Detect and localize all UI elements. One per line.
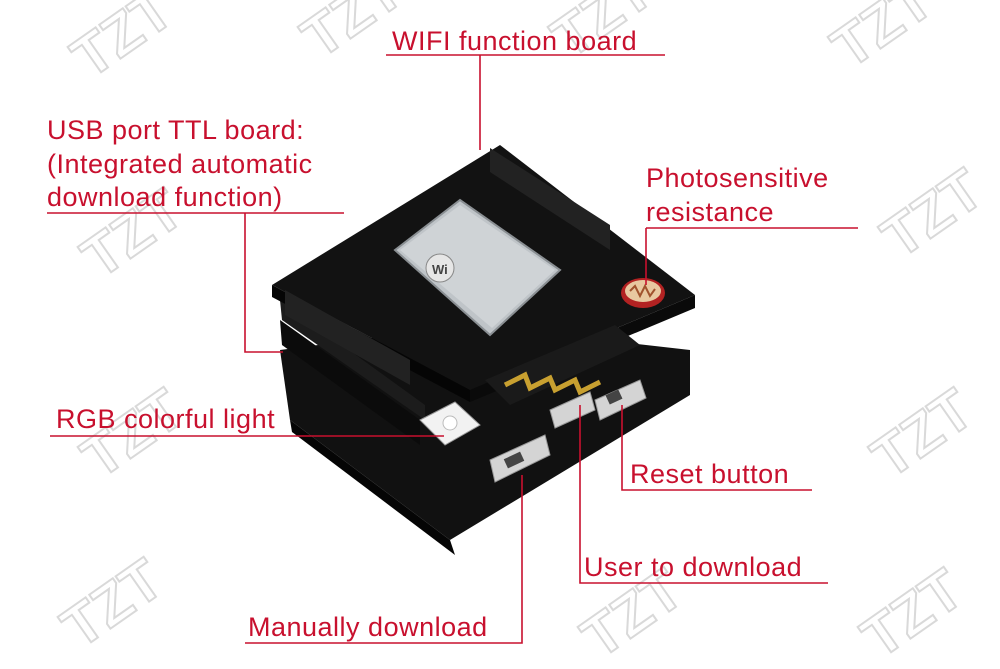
esp8266-module: Wi — [393, 198, 562, 337]
reset-button — [594, 379, 647, 421]
watermark: TZT — [60, 0, 184, 91]
manual-download-switch — [489, 434, 551, 483]
label-wifi-function-board: WIFI function board — [392, 26, 638, 56]
label-user-download: User to download — [584, 552, 803, 582]
leader-lines — [47, 54, 858, 644]
leader-reset — [621, 405, 812, 491]
left-pin-header — [285, 290, 410, 385]
right-pin-header — [490, 148, 610, 250]
label-manual-download: Manually download — [248, 612, 488, 642]
watermark: TZT — [50, 546, 174, 660]
leader-user — [579, 405, 828, 584]
wifi-logo-text: Wi — [432, 262, 448, 277]
pcb-antenna — [485, 325, 640, 405]
watermark: TZT — [860, 376, 984, 490]
leader-usb-drop — [244, 213, 283, 353]
label-usb-ttl-line3: download function) — [47, 182, 283, 212]
photoresistor — [621, 278, 665, 308]
wifi-board: Wi — [272, 145, 695, 446]
label-photosensitive-line2: resistance — [646, 197, 775, 227]
label-reset-button: Reset button — [630, 459, 790, 489]
label-rgb-light: RGB colorful light — [56, 404, 276, 434]
label-usb-ttl-line1: USB port TTL board: — [47, 115, 305, 145]
watermark-group: TZT TZT TZT TZT TZT TZT TZT TZT TZT TZT … — [49, 0, 995, 669]
watermark: TZT — [870, 156, 994, 270]
watermark: TZT — [850, 556, 974, 669]
watermark: TZT — [820, 0, 944, 81]
label-photosensitive-line1: Photosensitive — [646, 163, 829, 193]
leader-manual — [245, 475, 523, 644]
label-usb-ttl-line2: (Integrated automatic — [47, 149, 313, 179]
user-download-button — [549, 391, 596, 429]
